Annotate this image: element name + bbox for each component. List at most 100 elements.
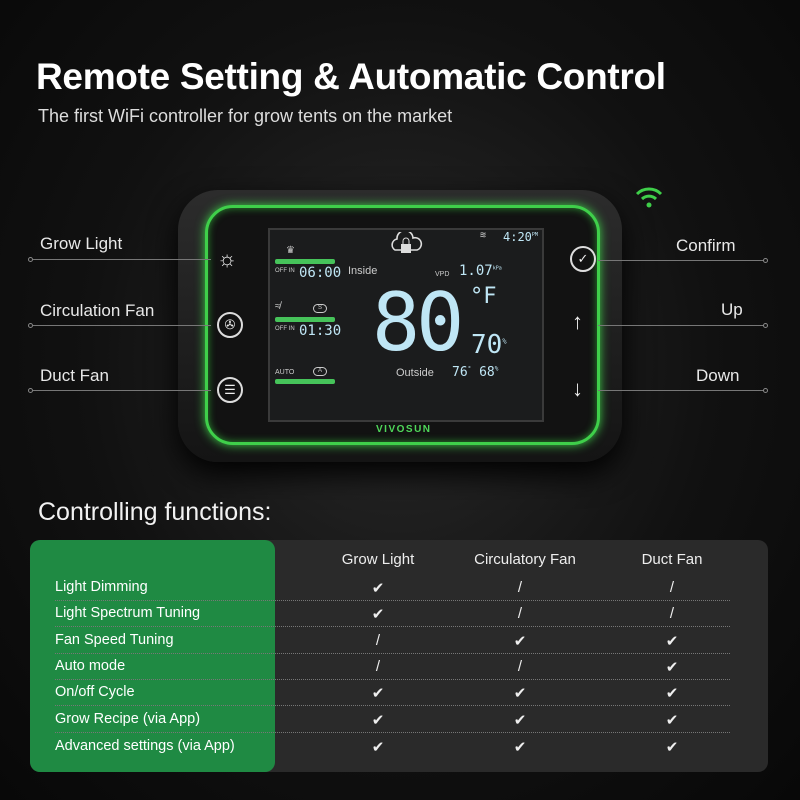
check-icon: ✔ bbox=[371, 712, 385, 729]
callout-dot bbox=[28, 388, 33, 393]
clock-time: 4:20 bbox=[503, 230, 532, 244]
brand-logo: VIVOSUN bbox=[376, 424, 432, 435]
check-icon: ✔ bbox=[371, 606, 385, 623]
check-icon: ✔ bbox=[665, 712, 679, 729]
light-level-bar bbox=[275, 259, 335, 264]
callout-dot bbox=[763, 323, 768, 328]
check-icon: ✔ bbox=[513, 633, 527, 650]
table-row: Auto mode / / ✔ bbox=[55, 654, 730, 680]
label-confirm: Confirm bbox=[676, 236, 736, 255]
functions-label-column bbox=[30, 540, 275, 772]
check-icon: ✔ bbox=[665, 685, 679, 702]
row-label: Light Spectrum Tuning bbox=[55, 605, 201, 621]
check-icon: ✔ bbox=[513, 712, 527, 729]
screen-wifi-icon: ≋ bbox=[480, 230, 487, 241]
inside-label: Inside bbox=[348, 265, 378, 277]
cloud-lock-icon bbox=[391, 232, 423, 253]
down-button[interactable]: ↓ bbox=[572, 376, 583, 402]
fan-off-label: OFF IN bbox=[275, 326, 295, 332]
not-supported-mark: / bbox=[669, 579, 675, 596]
not-supported-mark: / bbox=[669, 605, 675, 622]
row-label: Fan Speed Tuning bbox=[55, 632, 174, 648]
column-grow-light: Grow Light bbox=[341, 551, 415, 568]
column-circulatory-fan: Circulatory Fan bbox=[474, 551, 576, 568]
callout-line bbox=[33, 259, 211, 260]
outside-label: Outside bbox=[396, 367, 434, 379]
vpd-label: VPD bbox=[435, 271, 450, 278]
fan-icon: ≉ bbox=[275, 301, 281, 312]
callout-dot bbox=[28, 323, 33, 328]
label-grow-light: Grow Light bbox=[40, 234, 123, 253]
inside-temperature: 80 bbox=[372, 276, 464, 369]
vpd-unit: kPa bbox=[492, 265, 502, 272]
callout-line bbox=[33, 390, 211, 391]
callout-line bbox=[598, 325, 764, 326]
callout-line bbox=[33, 325, 211, 326]
duct-fan-button[interactable]: ☰ bbox=[217, 377, 243, 403]
row-label: Light Dimming bbox=[55, 579, 148, 595]
inside-humidity: 70 bbox=[471, 330, 503, 360]
not-supported-mark: / bbox=[517, 605, 523, 622]
outside-humidity-unit: % bbox=[494, 365, 499, 373]
not-supported-mark: / bbox=[517, 658, 523, 675]
functions-title: Controlling functions: bbox=[38, 498, 272, 526]
column-duct-fan: Duct Fan bbox=[641, 551, 703, 568]
label-up: Up bbox=[721, 300, 743, 319]
duct-level-bar bbox=[275, 379, 335, 384]
vpd-value: 1.07 bbox=[459, 263, 493, 279]
row-label: Grow Recipe (via App) bbox=[55, 711, 201, 727]
fan-mode-badge: S bbox=[313, 304, 328, 314]
label-down: Down bbox=[696, 366, 740, 385]
up-button[interactable]: ↑ bbox=[572, 309, 583, 335]
check-icon: ✔ bbox=[665, 659, 679, 676]
confirm-button[interactable]: ✓ bbox=[570, 246, 596, 272]
duct-mode-badge: A bbox=[313, 367, 328, 377]
light-icon: ♛ bbox=[286, 245, 295, 256]
outside-humidity: 68 bbox=[479, 365, 495, 380]
row-label: On/off Cycle bbox=[55, 684, 135, 700]
wifi-icon bbox=[635, 187, 663, 208]
row-label: Auto mode bbox=[55, 658, 126, 674]
fan-timer: 01:30 bbox=[299, 323, 342, 339]
callout-dot bbox=[763, 258, 768, 263]
callout-dot bbox=[763, 388, 768, 393]
callout-line bbox=[598, 390, 764, 391]
temperature-unit: °F bbox=[470, 284, 497, 309]
callout-line bbox=[598, 260, 764, 261]
arrow-down-icon: ↓ bbox=[572, 376, 583, 401]
outside-temperature: 76 bbox=[452, 365, 468, 380]
sun-icon: ☼ bbox=[217, 246, 238, 271]
light-off-label: OFF IN bbox=[275, 268, 295, 274]
label-duct-fan: Duct Fan bbox=[40, 366, 109, 385]
check-icon: ✔ bbox=[371, 739, 385, 756]
light-timer: 06:00 bbox=[299, 265, 342, 281]
table-row: Grow Recipe (via App) ✔ ✔ ✔ bbox=[55, 707, 730, 733]
not-supported-mark: / bbox=[375, 632, 381, 649]
clock-suffix: PM bbox=[531, 232, 538, 238]
not-supported-mark: / bbox=[517, 579, 523, 596]
check-icon: ✔ bbox=[513, 685, 527, 702]
callout-dot bbox=[28, 257, 33, 262]
check-icon: ✔ bbox=[513, 739, 527, 756]
not-supported-mark: / bbox=[375, 658, 381, 675]
page-subtitle: The first WiFi controller for grow tents… bbox=[38, 106, 453, 126]
table-row: Light Dimming✔// bbox=[55, 575, 730, 601]
fan-icon: ✇ bbox=[224, 317, 236, 332]
circulation-fan-button[interactable]: ✇ bbox=[217, 312, 243, 338]
table-row: Advanced settings (via App) ✔ ✔ ✔ bbox=[55, 734, 730, 760]
row-label: Advanced settings (via App) bbox=[55, 738, 235, 754]
duct-icon: ☰ bbox=[224, 382, 236, 397]
check-icon: ✔ bbox=[371, 685, 385, 702]
check-icon: ✔ bbox=[665, 633, 679, 650]
table-row: On/off Cycle ✔ ✔ ✔ bbox=[55, 680, 730, 706]
grow-light-button[interactable]: ☼ bbox=[217, 246, 237, 272]
check-icon: ✔ bbox=[665, 739, 679, 756]
fan-level-bar bbox=[275, 317, 335, 322]
humidity-unit: % bbox=[502, 337, 507, 346]
table-row: Fan Speed Tuning / ✔ ✔ bbox=[55, 628, 730, 654]
label-circulation-fan: Circulation Fan bbox=[40, 301, 155, 320]
table-row: Light Spectrum Tuning ✔ / / bbox=[55, 601, 730, 627]
auto-label: AUTO bbox=[275, 369, 295, 376]
page-title: Remote Setting & Automatic Control bbox=[36, 56, 666, 97]
arrow-up-icon: ↑ bbox=[572, 309, 583, 334]
